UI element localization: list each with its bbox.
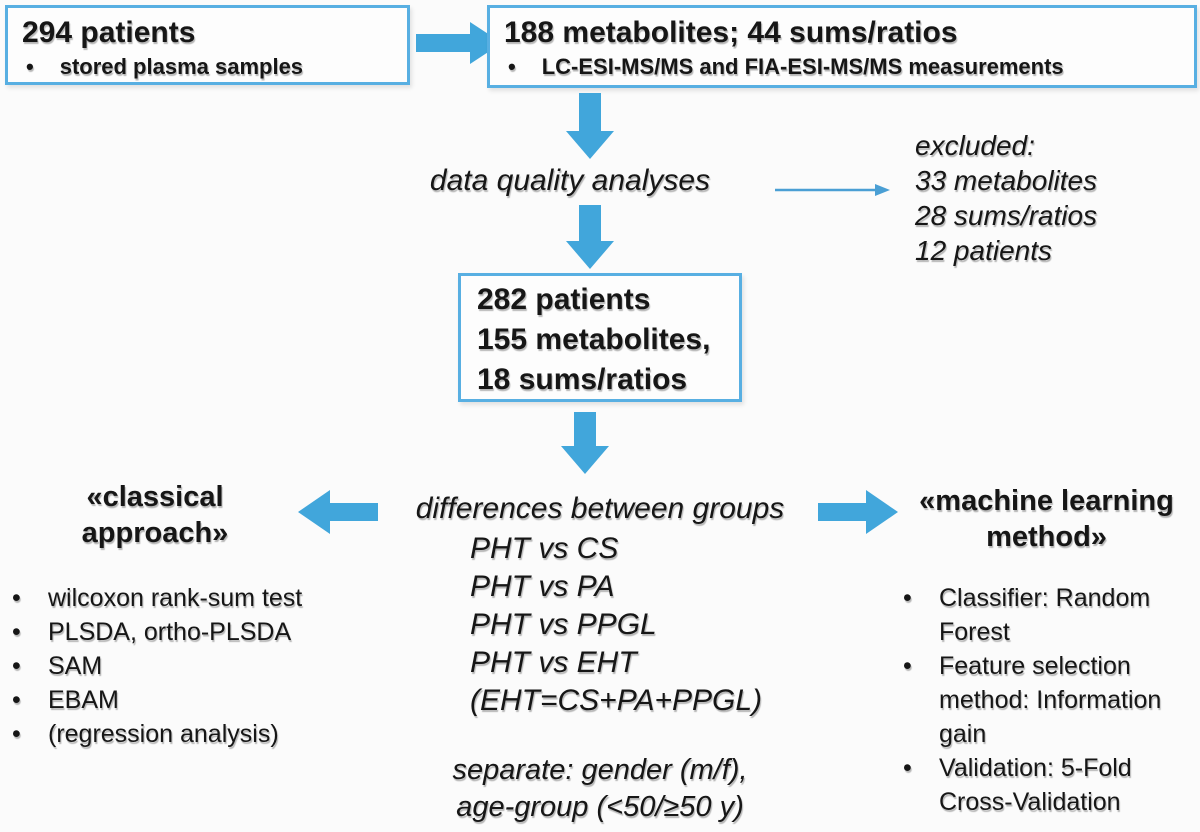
metabolites-box-title: 188 metabolites; 44 sums/ratios [504,16,958,49]
comparison-line: PHT vs PA [470,570,615,603]
comparison-line: (EHT=CS+PA+PPGL) [470,684,763,717]
patients-box: 294 patients stored plasma samples [5,5,410,85]
filtered-data-box: 282 patients 155 metabolites, 18 sums/ra… [458,273,742,402]
patients-box-bullet: stored plasma samples [22,54,393,80]
thin-arrow-right-icon [775,184,890,196]
separate-note-line: age-group (<50/≥50 y) [456,791,744,823]
arrow-down-icon [561,412,609,474]
classical-approach-title: «classical approach» [81,481,229,549]
machine-learning-list: Classifier: Random Forest Feature select… [903,581,1200,819]
metabolites-box: 188 metabolites; 44 sums/ratios LC-ESI-M… [487,5,1197,88]
excluded-item: 12 patients [915,235,1052,266]
excluded-item: 28 sums/ratios [915,200,1098,231]
classical-list-item: SAM [12,649,357,683]
filtered-box-line: 282 patients [477,283,651,316]
excluded-title: excluded: [915,130,1035,161]
arrow-down-icon [566,205,614,269]
comparison-line: PHT vs EHT [470,646,637,679]
patients-box-title: 294 patients [22,16,196,49]
ml-list-item: Feature selection method: Information ga… [903,649,1200,751]
metabolites-box-bullet: LC-ESI-MS/MS and FIA-ESI-MS/MS measureme… [504,54,1180,80]
classical-list-item: wilcoxon rank-sum test [12,581,357,615]
arrow-right-icon [818,490,898,534]
patients-box-bullet-text: stored plasma samples [59,54,304,79]
ml-list-item: Validation: 5-Fold Cross-Validation [903,751,1200,819]
excluded-block: excluded: 33 metabolites 28 sums/ratios … [915,128,1097,268]
differences-title: differences between groups [415,492,785,525]
classical-list-item: EBAM [12,683,357,717]
quality-step-label: data quality analyses [429,164,711,197]
classical-list-item: PLSDA, ortho-PLSDA [12,615,357,649]
arrow-down-icon [566,93,614,159]
filtered-box-line: 155 metabolites, [477,323,711,356]
comparisons-list: PHT vs CS PHT vs PA PHT vs PPGL PHT vs E… [470,530,762,720]
filtered-box-line: 18 sums/ratios [477,363,688,396]
separate-note-line: separate: gender (m/f), [452,754,748,786]
excluded-item: 33 metabolites [915,165,1098,196]
arrow-left-icon [298,490,378,534]
classical-list-item: (regression analysis) [12,717,357,751]
separate-note: separate: gender (m/f), age-group (<50/≥… [400,752,800,826]
classical-approach-list: wilcoxon rank-sum test PLSDA, ortho-PLSD… [12,581,357,751]
machine-learning-title: «machine learning method» [919,485,1174,553]
comparison-line: PHT vs PPGL [470,608,657,641]
arrow-right-icon [416,22,502,64]
metabolites-box-bullet-text: LC-ESI-MS/MS and FIA-ESI-MS/MS measureme… [541,54,1064,79]
comparison-line: PHT vs CS [470,532,619,565]
ml-list-item: Classifier: Random Forest [903,581,1200,649]
